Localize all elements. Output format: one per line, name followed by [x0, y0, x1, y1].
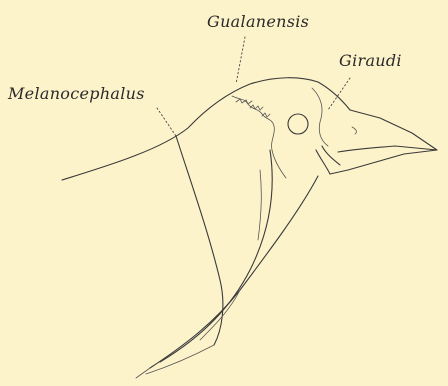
label-melanocephalus: Melanocephalus	[7, 84, 145, 103]
label-giraudi: Giraudi	[339, 51, 402, 70]
commissure	[316, 146, 340, 174]
leader-melanocephalus	[157, 108, 176, 136]
eye	[288, 114, 308, 134]
label-gualanensis: Gualanensis	[207, 12, 309, 31]
neck-shading	[200, 170, 261, 340]
lower-mandible	[330, 150, 437, 174]
nostril	[352, 127, 356, 134]
gape-line	[338, 146, 437, 152]
boundary-melanocephalus	[176, 136, 223, 345]
leader-gualanensis	[236, 37, 245, 84]
throat-line	[150, 176, 318, 368]
neck-taper	[136, 345, 214, 378]
upper-mandible	[350, 110, 437, 150]
inner-neck-line	[160, 150, 272, 362]
cap-boundary-giraudi	[312, 88, 328, 146]
